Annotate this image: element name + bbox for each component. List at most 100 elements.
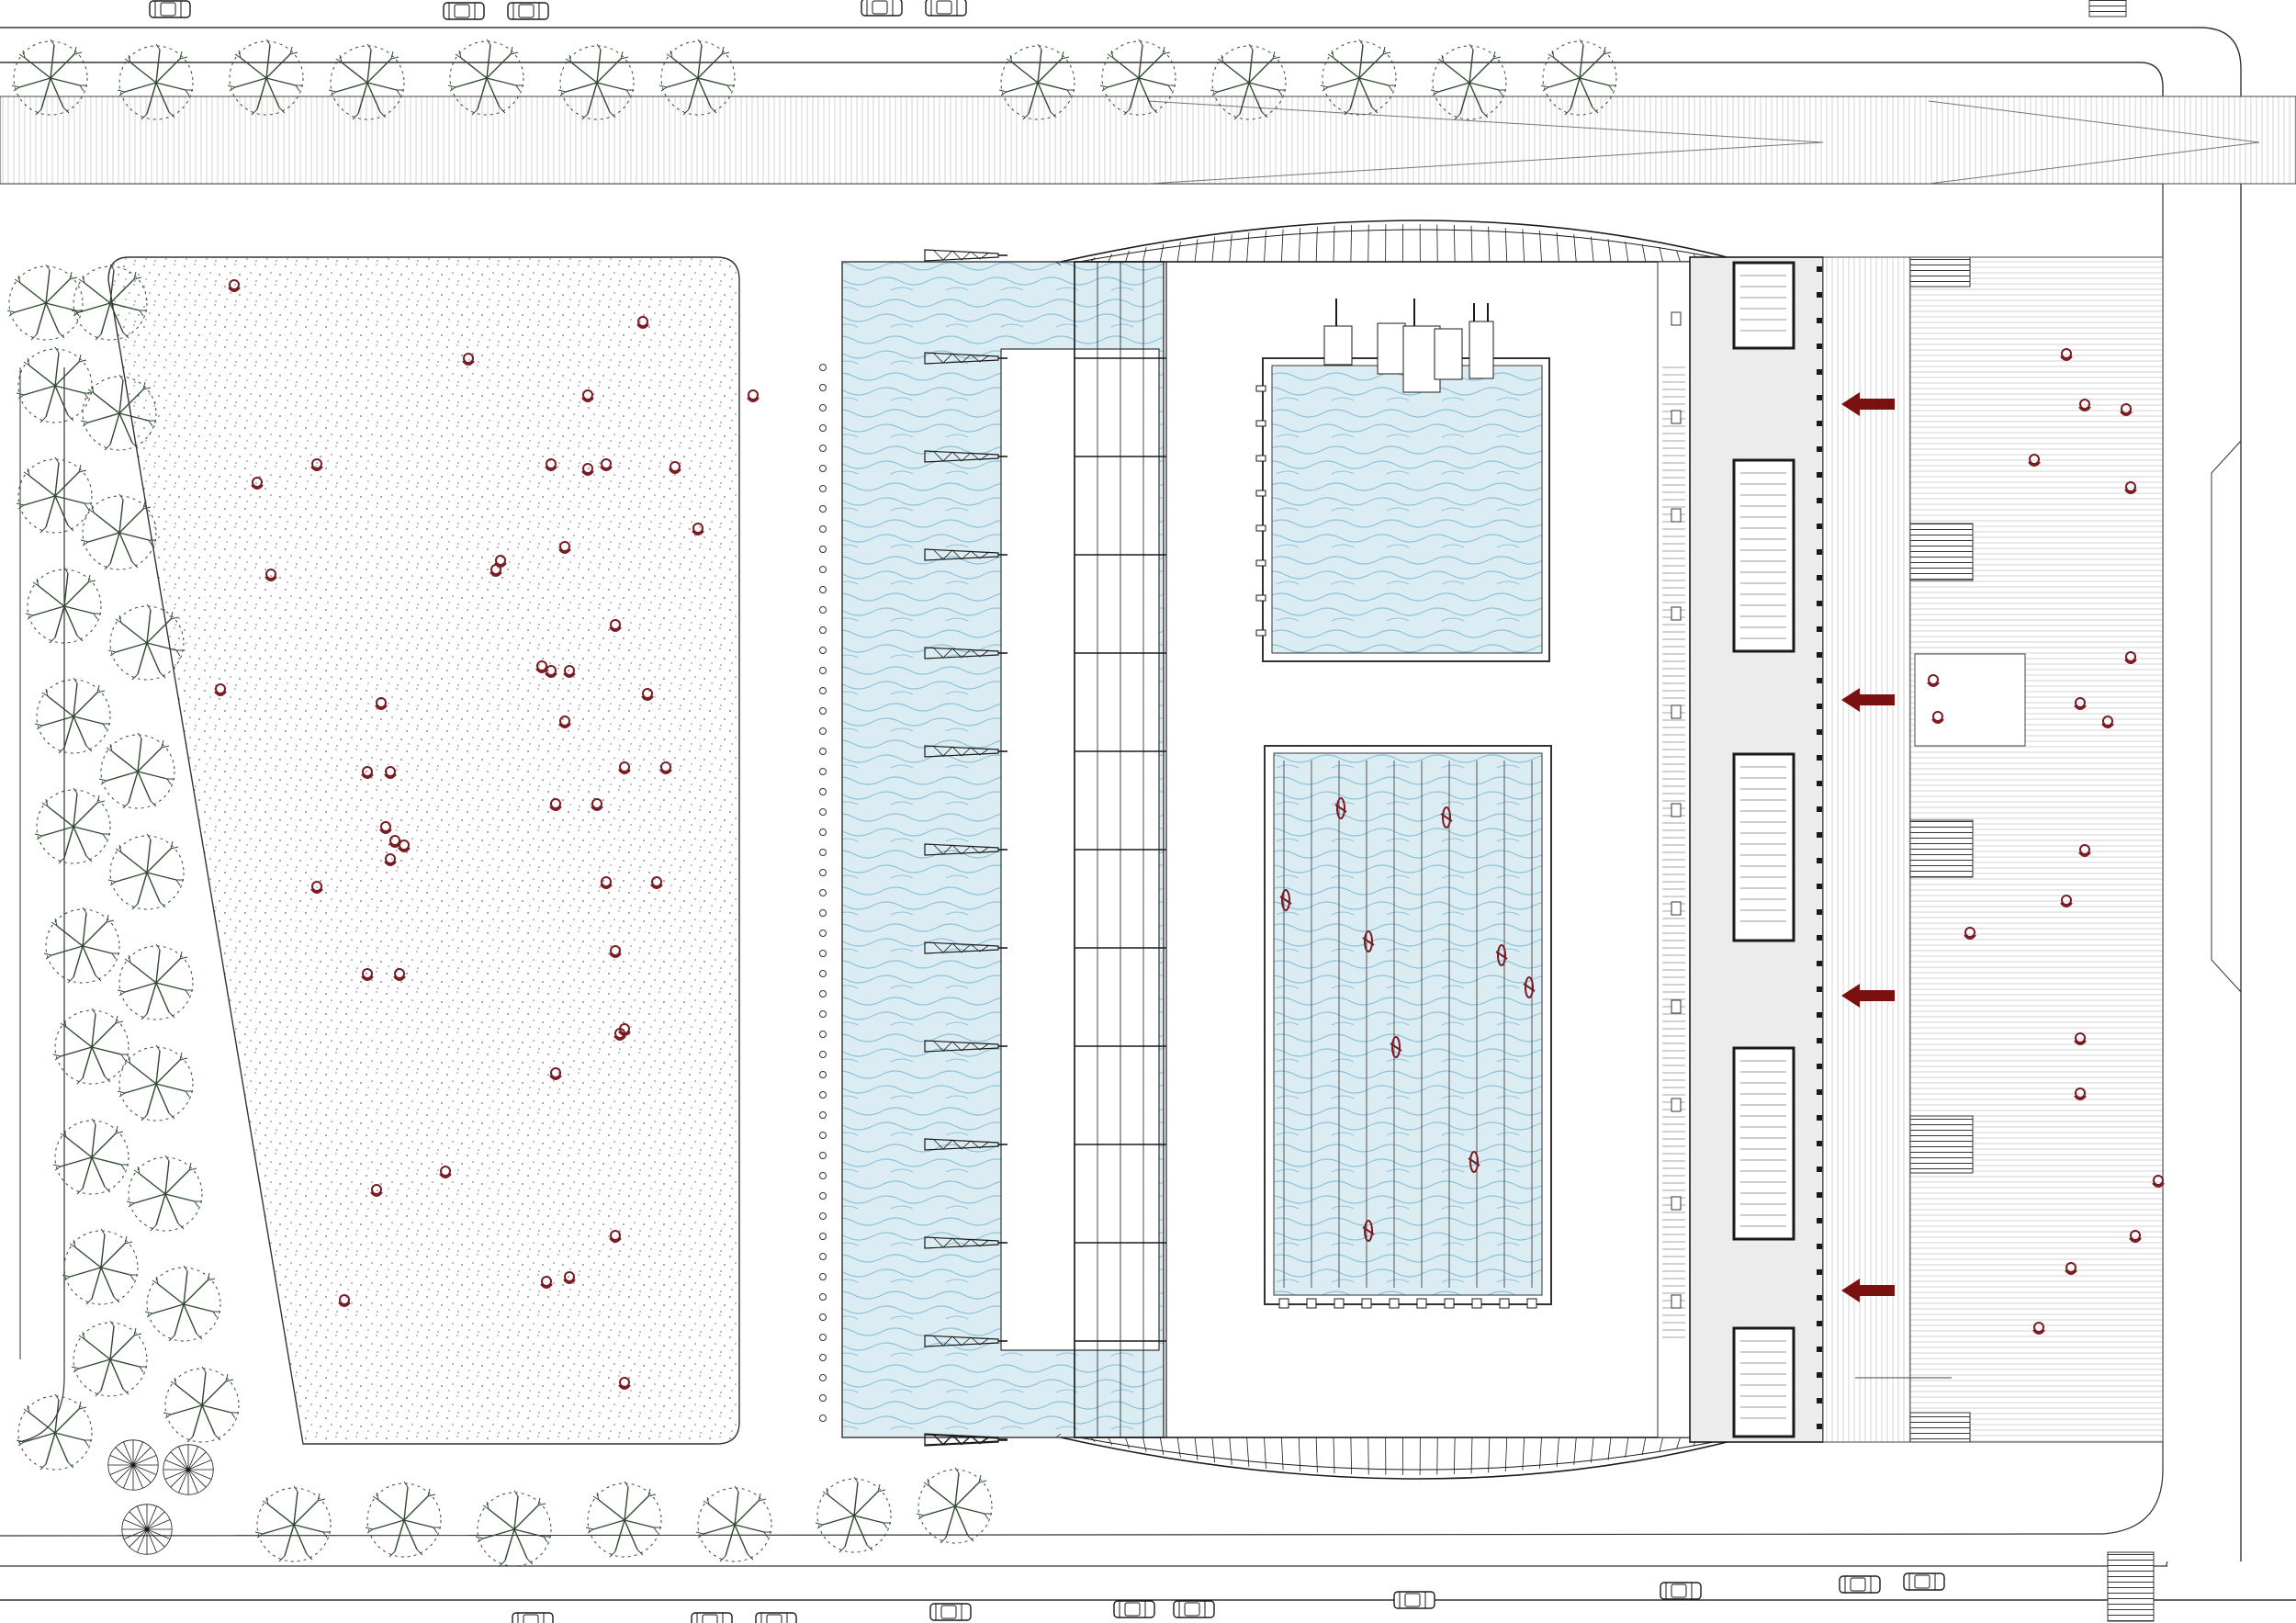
column: [1817, 395, 1822, 400]
pool-ladder: [1255, 524, 1266, 532]
car-icon: [443, 2, 485, 20]
column: [1817, 806, 1822, 812]
starting-block: [1361, 1298, 1372, 1309]
column: [1817, 1372, 1822, 1378]
tree-icon: [80, 493, 157, 570]
column: [1817, 1089, 1822, 1095]
starting-block: [1389, 1298, 1400, 1309]
tree-icon: [43, 907, 120, 984]
locker-room: [1732, 1046, 1795, 1241]
car-icon: [512, 1612, 554, 1623]
pool-ladder: [1255, 490, 1266, 497]
tree-icon: [117, 943, 194, 1020]
car-icon: [1173, 1600, 1215, 1618]
natatorium-hall: [924, 220, 1750, 1480]
tree-icon: [144, 1265, 221, 1342]
column: [1817, 1192, 1822, 1198]
tree-icon: [98, 732, 175, 809]
tree-icon: [71, 1320, 148, 1397]
column: [1817, 961, 1822, 966]
column: [1817, 318, 1822, 323]
locker-rooms: [1689, 256, 1824, 1443]
column: [1817, 292, 1822, 298]
column: [1817, 652, 1822, 658]
starting-block: [1526, 1298, 1537, 1309]
locker-room: [1732, 752, 1795, 942]
column: [1817, 1218, 1822, 1223]
tree-icon: [365, 1481, 442, 1558]
tree-icon: [16, 346, 93, 423]
tree-icon: [695, 1485, 772, 1562]
column: [1817, 832, 1822, 838]
car-icon: [925, 0, 967, 17]
pool-ladder: [1255, 559, 1266, 567]
pool-ladder: [1255, 594, 1266, 602]
car-icon: [1660, 1582, 1702, 1600]
car-icon: [861, 0, 903, 17]
locker-room: [1732, 1326, 1795, 1438]
tree-icon: [475, 1490, 552, 1567]
tree-icon: [6, 264, 84, 341]
pool-ladder: [1255, 629, 1266, 637]
tree-icon: [16, 456, 93, 534]
tree-icon: [126, 1155, 203, 1232]
car-icon: [149, 0, 191, 18]
bollard-row: [819, 364, 827, 1422]
starting-block: [1334, 1298, 1345, 1309]
column: [1817, 601, 1822, 606]
car-icon: [1903, 1572, 1945, 1591]
starting-block: [1278, 1298, 1289, 1309]
tree-icon: [163, 1366, 240, 1443]
diving-platform: [1323, 299, 1494, 393]
car-icon: [929, 1603, 972, 1621]
column: [1817, 421, 1822, 426]
column: [1817, 1167, 1822, 1172]
tree-icon: [916, 1467, 993, 1544]
tree-icon: [254, 1485, 332, 1562]
tree-icon: [585, 1481, 662, 1558]
promenade-deck: [0, 96, 2296, 185]
spectator-stands: [1657, 261, 1691, 1438]
starting-block: [1471, 1298, 1482, 1309]
gravel-park: [107, 256, 740, 1445]
column: [1817, 704, 1822, 709]
tree-icon: [34, 677, 111, 754]
starting-block: [1444, 1298, 1455, 1309]
column: [1817, 524, 1822, 529]
pedestrian-crossing-icon: [2088, 0, 2155, 1622]
column: [1817, 626, 1822, 632]
column: [1817, 549, 1822, 555]
tree-icon: [117, 1044, 194, 1121]
car-icon: [691, 1612, 733, 1623]
column: [1817, 344, 1822, 349]
entry-deck: [1822, 256, 1911, 1443]
column: [1817, 781, 1822, 786]
column: [1817, 1064, 1822, 1069]
pool-ladder: [1255, 420, 1266, 427]
diving-pool: [1255, 299, 1550, 662]
column: [1817, 498, 1822, 503]
column: [1817, 1295, 1822, 1301]
column: [1817, 986, 1822, 992]
column: [1817, 1244, 1822, 1249]
car-icon: [1113, 1600, 1155, 1618]
car-icon: [507, 2, 549, 20]
column: [1817, 729, 1822, 735]
tree-icon: [25, 567, 102, 644]
pool-ladder: [1255, 455, 1266, 462]
plaza-stairs: [1909, 256, 1974, 1443]
locker-room: [1732, 458, 1795, 653]
tree-icon: [107, 833, 185, 910]
tree-icon: [107, 1439, 159, 1491]
column: [1817, 1347, 1822, 1352]
column: [1817, 935, 1822, 941]
column: [1817, 575, 1822, 580]
car-icon: [755, 1612, 797, 1623]
person-figure-icon: [747, 389, 760, 402]
pool-ladder: [1255, 385, 1266, 392]
starting-block: [1416, 1298, 1427, 1309]
tree-icon: [62, 1228, 139, 1305]
column: [1817, 1038, 1822, 1043]
cantilever-truss: [924, 249, 1008, 262]
